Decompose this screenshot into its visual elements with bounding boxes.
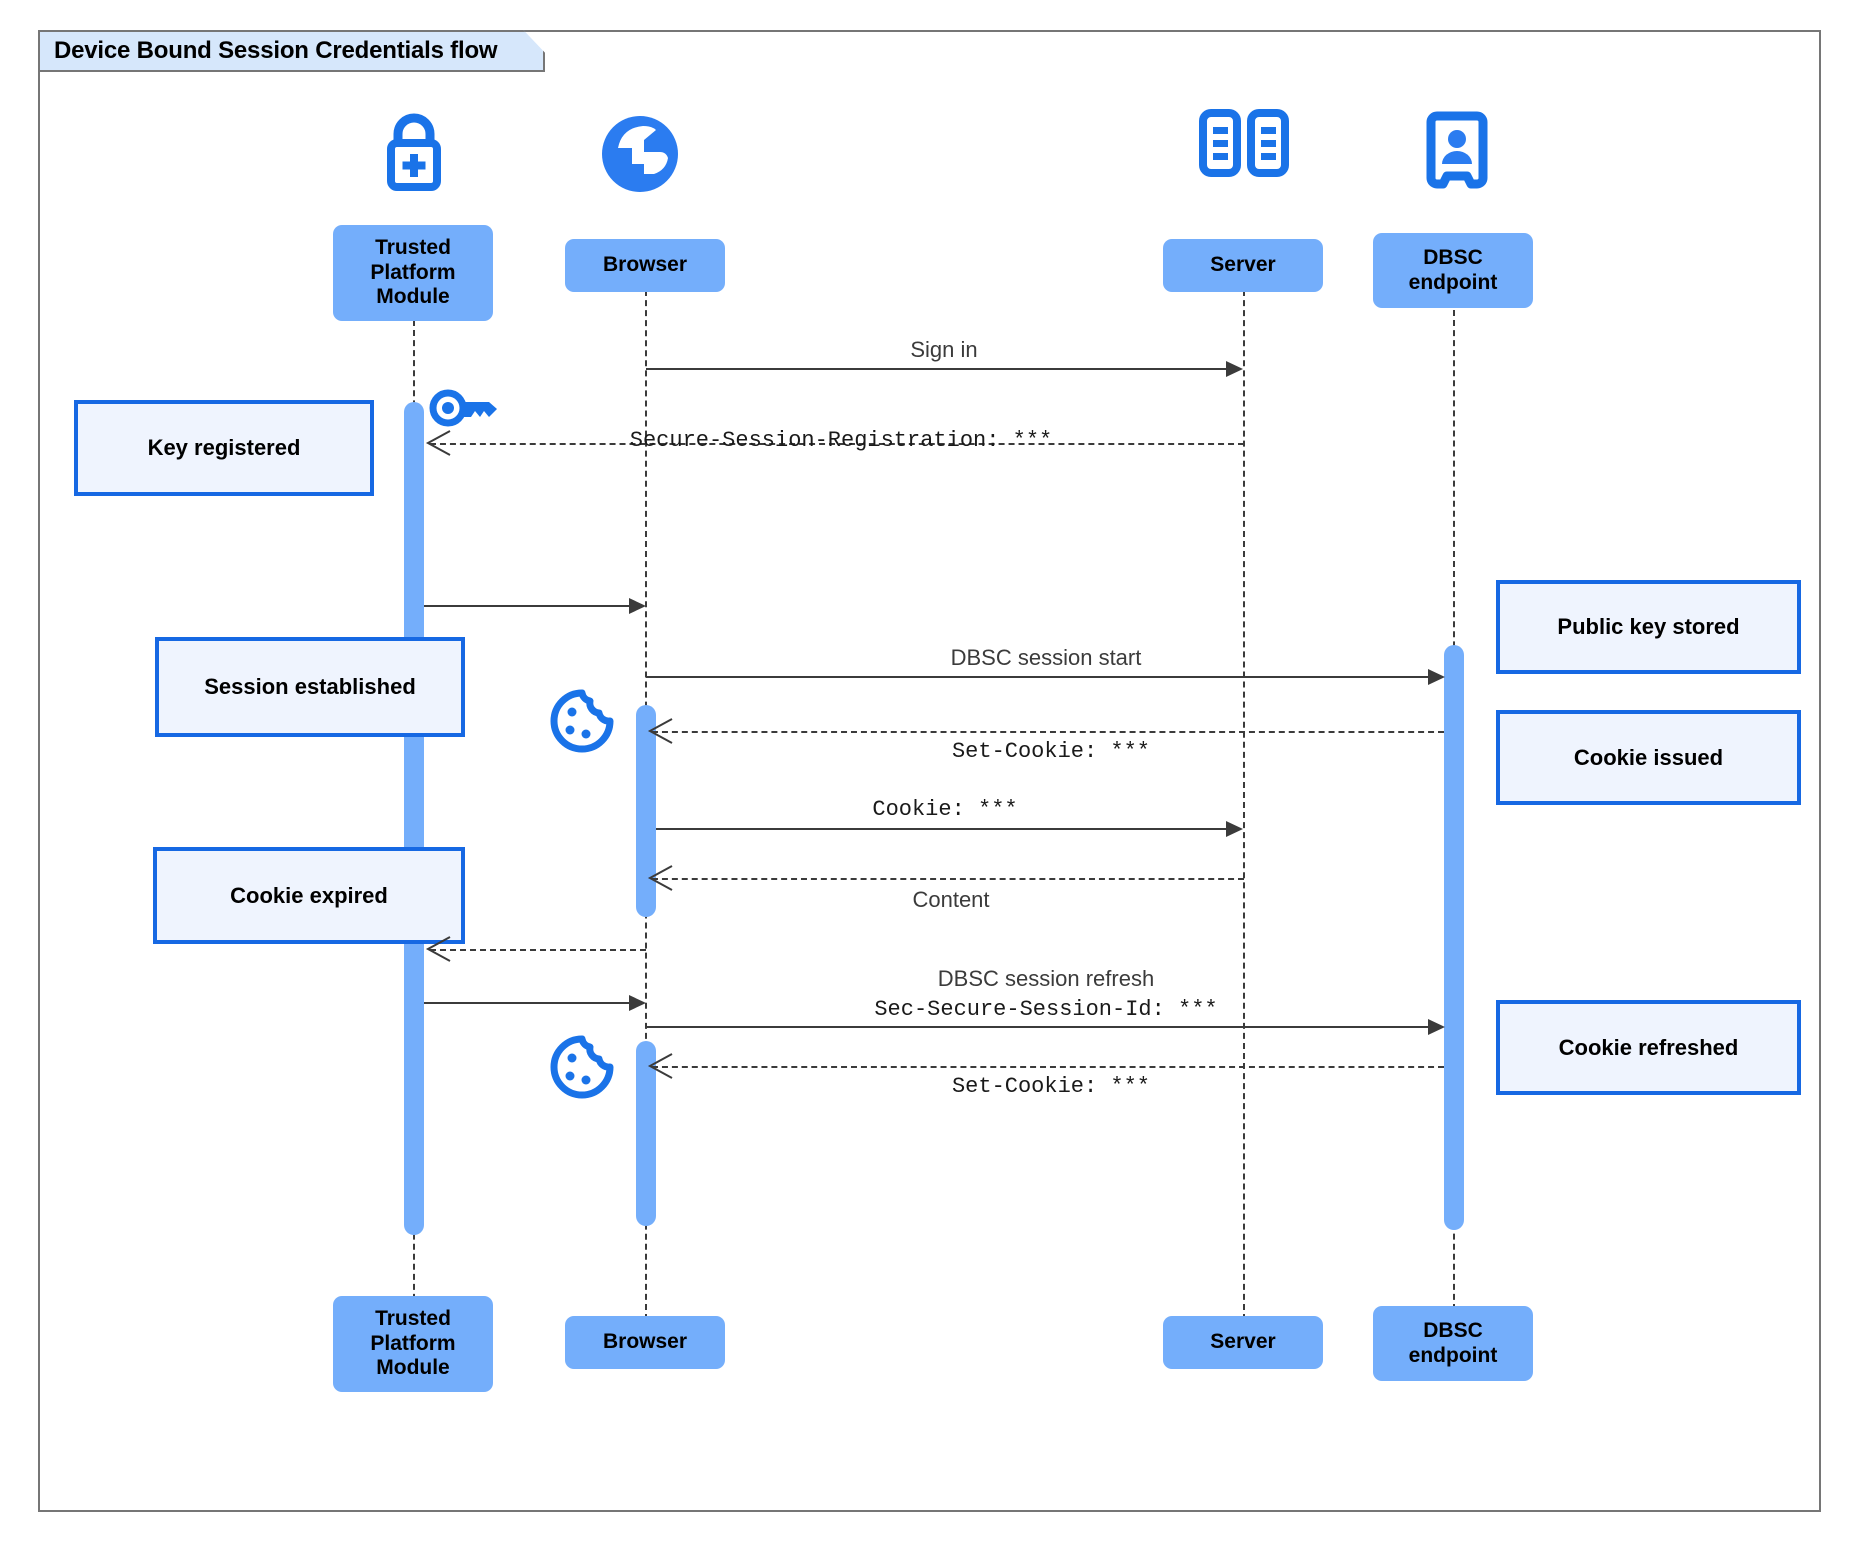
activation-browser-2 (636, 1041, 656, 1226)
note-text: Session established (204, 674, 416, 700)
participant-tpm-bottom[interactable]: Trusted Platform Module (333, 1296, 493, 1392)
participant-label: Trusted Platform Module (370, 235, 456, 309)
participant-label: Browser (602, 253, 688, 277)
key-icon (429, 385, 501, 436)
message-line-dbsc-session-start (646, 676, 1428, 678)
message-label-set-cookie-2: Set-Cookie: *** (951, 1074, 1151, 1099)
activation-browser-1 (636, 705, 656, 917)
arrow-head-sign-in (1226, 361, 1243, 377)
message-line-tpm-to-browser-1 (424, 605, 629, 607)
id-badge-icon (1425, 111, 1489, 197)
participant-label: DBSC endpoint (1408, 1318, 1498, 1367)
note-public-key-stored: Public key stored (1496, 580, 1801, 674)
arrow-head-tpm-to-browser-2 (629, 995, 646, 1011)
cookie-icon (548, 1035, 616, 1103)
participant-dbsc-top[interactable]: DBSC endpoint (1373, 233, 1533, 308)
note-session-established: Session established (155, 637, 465, 737)
message-line-content (652, 878, 1244, 880)
arrow-head-cookie (1226, 821, 1243, 837)
participant-server-top[interactable]: Server (1163, 239, 1323, 292)
participant-label: Browser (602, 1330, 688, 1354)
arrow-head-dbsc-session-start (1428, 669, 1445, 685)
message-label-content: Content (912, 887, 990, 912)
activation-dbsc (1444, 645, 1464, 1230)
message-line-secure-session-registration (430, 443, 1244, 445)
participant-label: DBSC endpoint (1408, 245, 1498, 294)
participant-tpm-top[interactable]: Trusted Platform Module (333, 225, 493, 321)
message-line-browser-to-tpm (430, 949, 646, 951)
participant-browser-top[interactable]: Browser (565, 239, 725, 292)
message-label-sign-in: Sign in (910, 337, 978, 362)
message-line-set-cookie-1 (652, 731, 1444, 733)
cookie-icon (548, 689, 616, 757)
participant-dbsc-bottom[interactable]: DBSC endpoint (1373, 1306, 1533, 1381)
participant-label: Server (1210, 1330, 1276, 1354)
note-key-registered: Key registered (74, 400, 374, 496)
message-label-cookie: Cookie: *** (872, 797, 1018, 822)
message-line-sign-in (646, 368, 1226, 370)
note-cookie-refreshed: Cookie refreshed (1496, 1000, 1801, 1095)
note-text: Key registered (147, 435, 301, 461)
message-line-tpm-to-browser-2 (424, 1002, 629, 1004)
message-line-dbsc-session-refresh (646, 1026, 1428, 1028)
note-text: Cookie refreshed (1558, 1034, 1739, 1060)
note-cookie-issued: Cookie issued (1496, 710, 1801, 805)
participant-label: Trusted Platform Module (370, 1306, 456, 1380)
participant-browser-bottom[interactable]: Browser (565, 1316, 725, 1369)
message-label-secure-session-registration: Secure-Session-Registration: *** (629, 428, 1053, 453)
message-label-sec-secure-session-id: Sec-Secure-Session-Id: *** (874, 997, 1218, 1022)
diagram-title: Device Bound Session Credentials flow (54, 37, 498, 64)
note-cookie-expired: Cookie expired (153, 847, 465, 944)
message-line-set-cookie-2 (652, 1066, 1444, 1068)
lifeline-server (1243, 280, 1245, 1320)
note-text: Cookie issued (1573, 744, 1724, 770)
frame-title-tab: Device Bound Session Credentials flow (38, 30, 545, 72)
participant-server-bottom[interactable]: Server (1163, 1316, 1323, 1369)
participant-label: Server (1210, 253, 1276, 277)
note-text: Cookie expired (230, 882, 388, 908)
arrow-head-tpm-to-browser-1 (629, 598, 646, 614)
note-text: Public key stored (1557, 614, 1740, 640)
message-line-cookie (656, 828, 1226, 830)
globe-icon (598, 112, 682, 201)
message-label-set-cookie-1: Set-Cookie: *** (951, 739, 1151, 764)
activation-tpm (404, 402, 424, 1235)
message-label-dbsc-session-start: DBSC session start (950, 645, 1142, 670)
lock-plus-icon (368, 110, 460, 200)
message-label-dbsc-session-refresh: DBSC session refresh (937, 966, 1155, 991)
arrow-head-dbsc-session-refresh (1428, 1019, 1445, 1035)
server-rack-icon (1199, 109, 1289, 181)
